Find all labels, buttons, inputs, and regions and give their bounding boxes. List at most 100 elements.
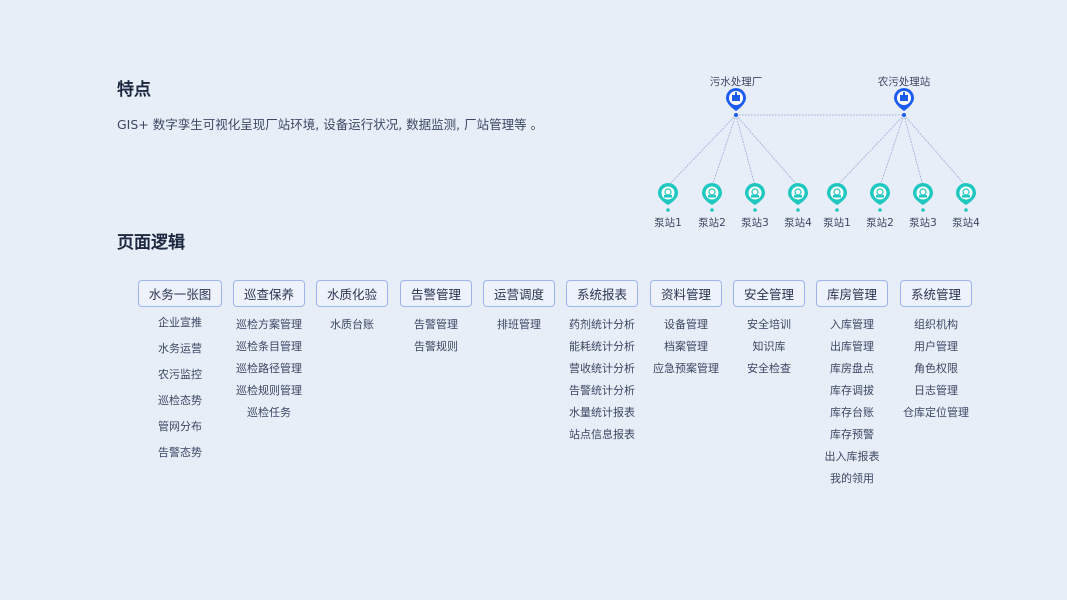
- module-item[interactable]: 告警统计分析: [569, 384, 635, 397]
- module-column: 资料管理设备管理档案管理应急预案管理: [641, 280, 731, 376]
- pump-station-node[interactable]: 泵站3: [909, 183, 937, 229]
- module-items: 组织机构用户管理角色权限日志管理仓库定位管理: [903, 317, 969, 420]
- module-item[interactable]: 库房盘点: [830, 362, 874, 375]
- plant-node[interactable]: 农污处理站: [878, 75, 931, 117]
- module-items: 巡检方案管理巡检条目管理巡检路径管理巡检规则管理巡检任务: [236, 317, 302, 420]
- module-items: 入库管理出库管理库房盘点库存调拔库存台账库存预警出入库报表我的领用: [825, 317, 880, 486]
- module-column: 水质化验水质台账: [307, 280, 397, 332]
- module-item[interactable]: 安全检查: [747, 362, 791, 375]
- station-link-line: [879, 114, 905, 187]
- plant-node[interactable]: 污水处理厂: [710, 76, 763, 117]
- module-item[interactable]: 应急预案管理: [653, 362, 719, 375]
- module-column: 系统报表药剂统计分析能耗统计分析营收统计分析告警统计分析水量统计报表站点信息报表: [557, 280, 647, 442]
- pump-station-label: 泵站2: [866, 216, 894, 229]
- module-items: 告警管理告警规则: [414, 317, 458, 354]
- module-column: 告警管理告警管理告警规则: [391, 280, 481, 354]
- module-column: 安全管理安全培训知识库安全检查: [724, 280, 814, 376]
- station-link-line: [903, 114, 924, 187]
- module-item[interactable]: 出入库报表: [824, 450, 880, 463]
- pump-station-node[interactable]: 泵站1: [823, 183, 851, 229]
- pump-station-label: 泵站4: [952, 216, 980, 229]
- module-header[interactable]: 系统报表: [565, 280, 638, 307]
- module-item[interactable]: 库存调拔: [830, 384, 874, 397]
- module-item[interactable]: 水质台账: [330, 318, 374, 331]
- module-item[interactable]: 组织机构: [914, 318, 958, 331]
- pump-station-node[interactable]: 泵站3: [741, 183, 769, 229]
- module-item[interactable]: 巡检任务: [247, 406, 291, 419]
- module-item[interactable]: 用户管理: [914, 340, 958, 353]
- module-item[interactable]: 告警态势: [158, 446, 202, 459]
- station-link-line: [735, 114, 756, 187]
- page-logic-title: 页面逻辑: [117, 233, 185, 253]
- module-header[interactable]: 资料管理: [649, 280, 722, 307]
- module-column: 水务一张图企业宣推水务运营农污监控巡检态势管网分布告警态势: [135, 280, 225, 460]
- module-item[interactable]: 角色权限: [914, 362, 958, 375]
- pump-station-label: 泵站2: [698, 216, 726, 229]
- module-item[interactable]: 排班管理: [497, 318, 541, 331]
- module-items: 药剂统计分析能耗统计分析营收统计分析告警统计分析水量统计报表站点信息报表: [569, 317, 635, 442]
- pump-station-label: 泵站1: [823, 216, 851, 229]
- module-item[interactable]: 设备管理: [664, 318, 708, 331]
- module-item[interactable]: 药剂统计分析: [569, 318, 635, 331]
- module-header[interactable]: 库房管理: [815, 280, 888, 307]
- pump-station-node[interactable]: 泵站2: [866, 183, 894, 229]
- module-header[interactable]: 水质化验: [315, 280, 388, 307]
- module-header[interactable]: 运营调度: [482, 280, 555, 307]
- station-link-line: [903, 114, 967, 187]
- features-title: 特点: [117, 80, 151, 100]
- module-item[interactable]: 日志管理: [914, 384, 958, 397]
- module-items: 排班管理: [497, 317, 541, 332]
- plant-label: 农污处理站: [878, 75, 931, 88]
- module-header[interactable]: 巡查保养: [232, 280, 305, 307]
- module-item[interactable]: 企业宣推: [158, 316, 202, 329]
- module-item[interactable]: 库存台账: [830, 406, 874, 419]
- module-item[interactable]: 我的领用: [830, 472, 874, 485]
- module-header[interactable]: 告警管理: [399, 280, 472, 307]
- module-item[interactable]: 入库管理: [830, 318, 874, 331]
- pump-station-label: 泵站3: [741, 216, 769, 229]
- module-items: 设备管理档案管理应急预案管理: [653, 317, 719, 376]
- module-item[interactable]: 库存预警: [830, 428, 874, 441]
- plant-label: 污水处理厂: [710, 76, 763, 88]
- module-item[interactable]: 知识库: [752, 340, 786, 353]
- module-item[interactable]: 营收统计分析: [569, 362, 635, 375]
- module-item[interactable]: 水务运营: [158, 342, 202, 355]
- station-link-line: [836, 114, 905, 187]
- module-item[interactable]: 巡检规则管理: [236, 384, 302, 397]
- module-column: 运营调度排班管理: [474, 280, 564, 332]
- pump-station-label: 泵站4: [784, 216, 812, 229]
- pump-station-node[interactable]: 泵站1: [654, 183, 682, 229]
- module-column: 巡查保养巡检方案管理巡检条目管理巡检路径管理巡检规则管理巡检任务: [224, 280, 314, 420]
- module-item[interactable]: 档案管理: [664, 340, 708, 353]
- module-column: 库房管理入库管理出库管理库房盘点库存调拔库存台账库存预警出入库报表我的领用: [807, 280, 897, 486]
- module-item[interactable]: 安全培训: [747, 318, 791, 331]
- module-item[interactable]: 出库管理: [830, 340, 874, 353]
- module-item[interactable]: 告警规则: [414, 340, 458, 353]
- module-item[interactable]: 站点信息报表: [569, 428, 635, 441]
- pump-station-label: 泵站1: [654, 216, 682, 229]
- module-items: 水质台账: [330, 317, 374, 332]
- module-item[interactable]: 水量统计报表: [569, 406, 635, 419]
- module-item[interactable]: 告警管理: [414, 318, 458, 331]
- module-column: 系统管理组织机构用户管理角色权限日志管理仓库定位管理: [891, 280, 981, 420]
- station-link-line: [711, 114, 737, 187]
- module-header[interactable]: 系统管理: [899, 280, 972, 307]
- module-items: 安全培训知识库安全检查: [747, 317, 791, 376]
- module-item[interactable]: 巡检方案管理: [236, 318, 302, 331]
- pump-station-node[interactable]: 泵站4: [784, 183, 812, 229]
- module-item[interactable]: 仓库定位管理: [903, 406, 969, 419]
- features-description: GIS+ 数字孪生可视化呈现厂站环境, 设备运行状况, 数据监测, 厂站管理等 …: [117, 117, 544, 132]
- module-item[interactable]: 管网分布: [158, 420, 202, 433]
- module-header[interactable]: 安全管理: [732, 280, 805, 307]
- module-item[interactable]: 巡检路径管理: [236, 362, 302, 375]
- pump-station-label: 泵站3: [909, 216, 937, 229]
- pump-station-node[interactable]: 泵站4: [952, 183, 980, 229]
- module-item[interactable]: 能耗统计分析: [569, 340, 635, 353]
- module-item[interactable]: 农污监控: [158, 368, 202, 381]
- pump-station-node[interactable]: 泵站2: [698, 183, 726, 229]
- module-item[interactable]: 巡检条目管理: [236, 340, 302, 353]
- station-link-line: [735, 114, 799, 187]
- module-item[interactable]: 巡检态势: [158, 394, 202, 407]
- module-header[interactable]: 水务一张图: [138, 280, 222, 307]
